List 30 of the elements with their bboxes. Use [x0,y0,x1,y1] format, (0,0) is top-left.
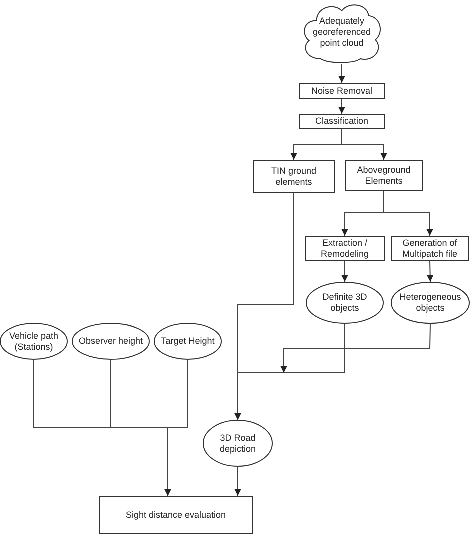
arrow [426,260,434,282]
arrow [338,98,346,114]
node-text: Vehicle path (Stations) [8,330,60,352]
process-box [299,114,385,129]
process-box [345,160,423,191]
node-text: Generation of Multipatch file [401,238,459,260]
node-text: Heterogeneous objects [398,292,462,314]
process-box [253,160,335,193]
node-text: Sight distance evaluation [126,510,226,520]
node-text: 3D Road depiction [218,432,258,454]
node-text: Classification [315,116,369,127]
arrow [164,360,188,496]
process-box [305,236,385,261]
arrow [342,212,384,236]
node-text: Target Height [161,336,215,347]
node-text: Adequately georeferenced point cloud [312,16,372,49]
node-text: Definite 3D objects [322,292,368,314]
process-box [391,236,469,261]
node-text: Aboveground Elements [356,164,412,186]
process-box [299,83,385,99]
process-box [99,496,253,534]
node-text: Extraction / Remodeling [320,238,370,260]
node-text: Noise Removal [311,86,373,96]
arrow [342,260,348,282]
node-text: Observer height [78,336,144,347]
arrow [234,466,242,496]
arrow [290,144,342,160]
arrow [384,212,434,236]
arrow [338,64,346,84]
node-text: TIN ground elements [270,166,318,188]
